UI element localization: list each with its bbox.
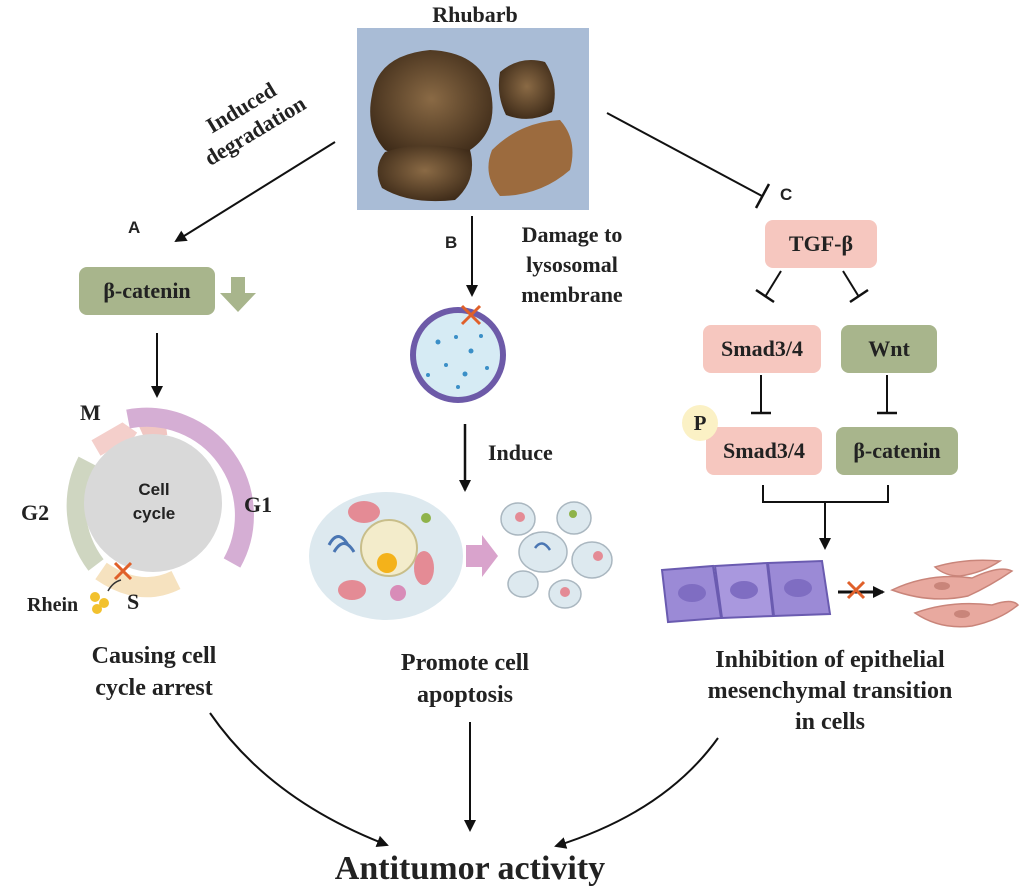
apoptosis-cell-graphic bbox=[309, 492, 463, 620]
inhibit-bar-smad bbox=[755, 288, 775, 304]
lysosomal-damage-label: Damage to lysosomal membrane bbox=[492, 220, 652, 310]
arrow-c-to-antitumor bbox=[554, 737, 719, 849]
smad-box-top: Smad3/4 bbox=[703, 325, 821, 373]
cell-cycle-line2: cycle bbox=[132, 504, 176, 523]
beta-catenin-box-c: β-catenin bbox=[836, 427, 958, 475]
damage-line2: lysosomal bbox=[526, 252, 618, 277]
damage-line1: Damage to bbox=[521, 222, 623, 247]
down-arrow-icon bbox=[220, 277, 256, 312]
emt-cross-icon bbox=[846, 580, 866, 600]
damage-line3: membrane bbox=[521, 282, 623, 307]
result-b-line2: apoptosis bbox=[416, 682, 514, 708]
rhubarb-photo bbox=[357, 28, 589, 210]
result-b: Promote cell apoptosis bbox=[355, 647, 575, 711]
phase-g1-label: G1 bbox=[244, 492, 273, 517]
phase-g2-label: G2 bbox=[21, 500, 50, 525]
tgf-beta-box: TGF-β bbox=[765, 220, 877, 268]
result-c: Inhibition of epithelial mesenchymal tra… bbox=[670, 645, 990, 738]
cell-cycle-center: Cell cycle bbox=[114, 478, 194, 526]
antitumor-title: Antitumor activity bbox=[334, 850, 606, 887]
phase-s-label: S bbox=[127, 589, 140, 614]
inhibit-bar-wnt bbox=[849, 288, 869, 304]
apoptotic-bodies-graphic bbox=[500, 501, 613, 609]
inhibit-to-tgf bbox=[606, 112, 763, 197]
apoptosis-arrow-icon bbox=[466, 535, 498, 577]
inhibit-tgf-to-wnt bbox=[842, 270, 860, 298]
inhibit-tgf-to-smad bbox=[764, 270, 782, 298]
beta-catenin-box-a: β-catenin bbox=[79, 267, 215, 315]
mesenchymal-cells-graphic bbox=[890, 559, 1020, 628]
cell-cycle-line1: Cell bbox=[138, 480, 170, 499]
branch-c-letter: C bbox=[780, 185, 793, 204]
merge-bracket bbox=[762, 485, 889, 503]
wnt-box: Wnt bbox=[841, 325, 937, 373]
branch-a-letter: A bbox=[128, 218, 141, 237]
inhibit-bar-tgf bbox=[754, 183, 771, 209]
induce-label: Induce bbox=[488, 440, 553, 465]
phospho-badge: P bbox=[682, 405, 718, 441]
epithelial-cells-graphic bbox=[660, 559, 832, 624]
phase-m-label: M bbox=[80, 400, 101, 425]
result-b-line1: Promote cell bbox=[400, 650, 530, 676]
result-c-line1: Inhibition of epithelial bbox=[715, 647, 945, 673]
result-a-line1: Causing cell bbox=[91, 643, 217, 669]
lysosome-graphic bbox=[410, 304, 506, 403]
arrow-a-to-antitumor bbox=[209, 712, 389, 848]
result-c-line2: mesenchymal transition bbox=[707, 678, 953, 704]
result-a: Causing cell cycle arrest bbox=[34, 640, 274, 704]
branch-b-letter: B bbox=[445, 233, 458, 252]
smad-box-bottom: Smad3/4 bbox=[706, 427, 822, 475]
result-c-line3: in cells bbox=[795, 709, 865, 735]
cell-cycle-graphic bbox=[66, 407, 254, 614]
rhubarb-title: Rhubarb bbox=[432, 2, 518, 27]
result-a-line2: cycle arrest bbox=[95, 675, 213, 701]
arrow-to-beta-catenin bbox=[174, 141, 336, 243]
rhein-label: Rhein bbox=[27, 594, 79, 616]
